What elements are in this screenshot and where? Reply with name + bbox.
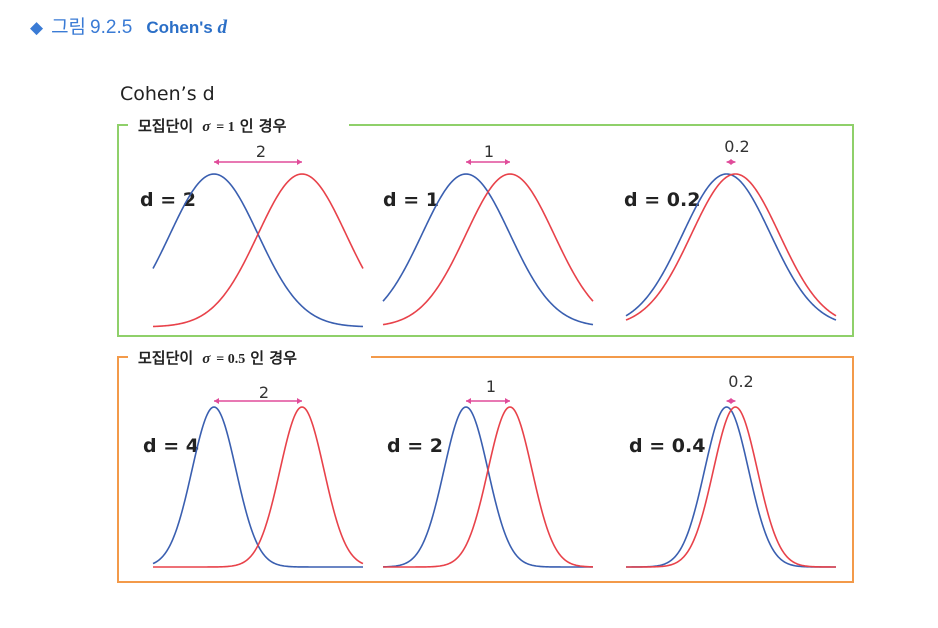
- frame-sigma-1: [117, 124, 854, 337]
- diff-label-bottom-1: 2: [259, 383, 269, 402]
- curve-group-a-1-1: [382, 406, 593, 568]
- caption-number: 9.2.5: [90, 17, 133, 38]
- diff-arrow-left-head-1-2: [726, 398, 732, 404]
- curve-group-b-1-2: [626, 406, 837, 568]
- caption-prefix: 그림: [51, 16, 87, 38]
- frame-sigma-0-5: [117, 356, 854, 583]
- d-label-bottom-1: d = 4: [143, 435, 199, 457]
- d-label-top-1: d = 2: [140, 189, 196, 211]
- curve-group-a-1-2: [625, 406, 836, 568]
- curve-group-b-1-0: [153, 406, 364, 568]
- diff-arrow-right-head-0-2: [730, 159, 736, 165]
- curve-group-b-0-0: [152, 173, 364, 328]
- d-label-bottom-3: d = 0.4: [629, 435, 705, 457]
- diff-arrow-right-head-1-1: [505, 398, 510, 404]
- diff-arrow-left-head-0-0: [214, 159, 219, 165]
- diamond-icon: ◆: [30, 18, 44, 38]
- diff-arrow-left-head-0-1: [466, 159, 471, 165]
- diff-arrow-right-head-1-0: [297, 398, 302, 404]
- diff-label-top-1: 2: [256, 142, 266, 161]
- diff-arrow-right-head-1-2: [730, 398, 736, 404]
- diff-arrow-left-head-1-1: [466, 398, 471, 404]
- diff-arrow-left-head-0-2: [726, 159, 732, 165]
- caption-title: Cohen's d: [146, 17, 227, 38]
- diagram-title: Cohen’s d: [120, 83, 215, 105]
- diff-label-bottom-3: 0.2: [728, 372, 753, 391]
- curve-group-b-0-2: [625, 173, 837, 321]
- curve-group-b-1-1: [383, 406, 594, 568]
- figure-caption: ◆ 그림 9.2.5 Cohen's d: [30, 12, 227, 39]
- curve-group-a-1-0: [152, 406, 363, 568]
- diff-arrow-right-head-0-0: [297, 159, 302, 165]
- diff-label-top-2: 1: [484, 142, 494, 161]
- d-label-bottom-2: d = 2: [387, 435, 443, 457]
- d-label-top-2: d = 1: [383, 189, 439, 211]
- d-label-top-3: d = 0.2: [624, 189, 700, 211]
- diff-arrow-left-head-1-0: [214, 398, 219, 404]
- diff-label-bottom-2: 1: [486, 377, 496, 396]
- curve-group-b-0-1: [382, 173, 594, 326]
- diff-label-top-3: 0.2: [724, 137, 749, 156]
- diff-arrow-right-head-0-1: [505, 159, 510, 165]
- group-label-sigma-0-5: 모집단이 σ = 0.5 인 경우: [138, 349, 297, 367]
- group-label-sigma-1: 모집단이 σ = 1 인 경우: [138, 117, 287, 135]
